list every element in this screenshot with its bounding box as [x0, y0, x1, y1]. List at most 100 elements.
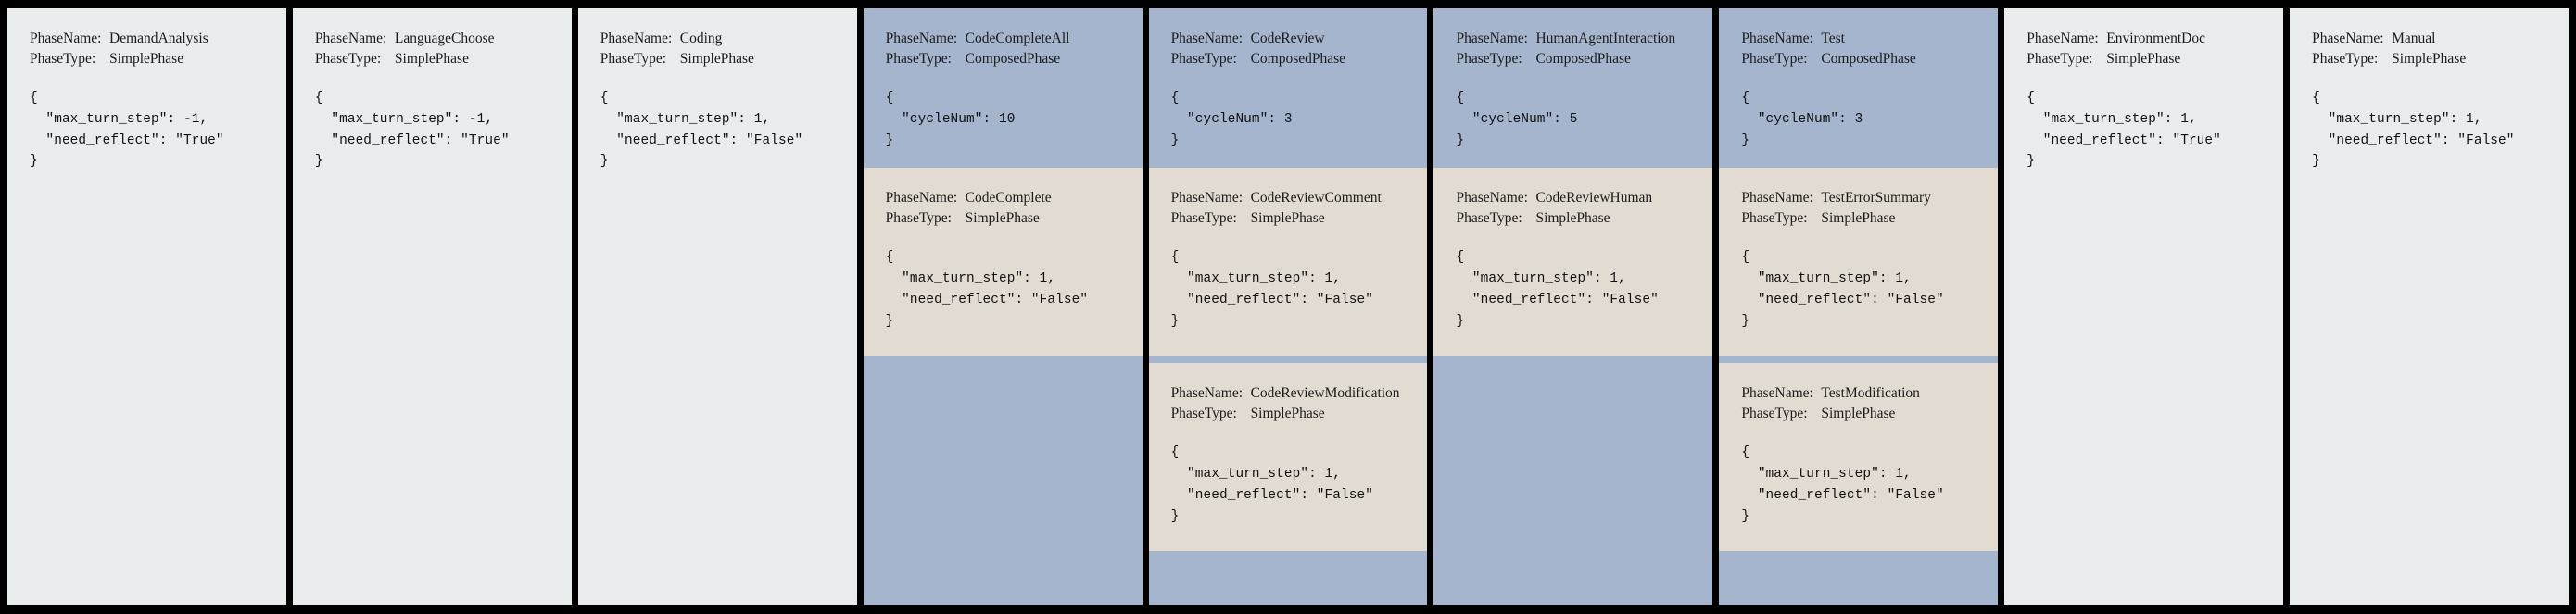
phase-name-value: CodeCompleteAll [965, 31, 1070, 46]
phase-type-label: PhaseType: [1170, 210, 1237, 227]
phase-config-json: { "cycleNum": 3 } [1741, 91, 1863, 148]
phase-config-json: { "max_turn_step": 1, "need_reflect": "F… [1456, 250, 1659, 329]
meta-row: PhaseType: SimplePhase [886, 208, 1120, 229]
meta-row: PhaseName: CodeCompleteAll [886, 29, 1120, 49]
meta-row: PhaseType:SimplePhase [1741, 404, 1976, 424]
card-filler [7, 182, 286, 605]
phase-name-value: Coding [679, 31, 723, 46]
phase-config-json: { "max_turn_step": 1, "need_reflect": "F… [600, 91, 803, 169]
phase-type-label: PhaseType: [600, 51, 667, 67]
meta-row: PhaseName:HumanAgentInteraction [1456, 29, 1690, 49]
phase-type-label: PhaseType: [1456, 210, 1522, 227]
section-divider [1149, 356, 1428, 363]
phase-name-label: PhaseName: [1741, 31, 1813, 46]
phase-type-label: PhaseType: [314, 51, 382, 67]
meta-row: PhaseName: CodeReviewModification [1171, 383, 1406, 404]
meta-row: PhaseType:SimplePhase [1171, 404, 1406, 424]
meta-row: PhaseType: ComposedPhase [1741, 49, 1976, 69]
meta-row: PhaseName: Test [1741, 29, 1976, 49]
meta-row: PhaseName: DemandAnalysis [30, 29, 264, 49]
phase-type-value: SimplePhase [679, 51, 754, 67]
phase-type-value: ComposedPhase [965, 51, 1061, 67]
section-divider [1149, 160, 1428, 168]
meta-row: PhaseType:SimplePhase [30, 49, 264, 69]
phase-config-json: { "cycleNum": 3 } [1170, 91, 1293, 148]
phase-name-value: CodeReviewModification [1250, 385, 1400, 402]
meta-row: PhaseName:TestErrorSummary [1741, 188, 1976, 208]
card-filler [1719, 551, 1998, 605]
phase-type-label: PhaseType: [885, 210, 952, 227]
phase-name-label: PhaseName: [1456, 31, 1528, 46]
phase-name-label: PhaseName: [885, 31, 958, 46]
phase-name-label: PhaseName: [1456, 190, 1528, 207]
phase-type-value: SimplePhase [965, 210, 1040, 227]
phase-config-json: { "max_turn_step": 1, "need_reflect": "F… [1170, 250, 1373, 329]
section-divider [864, 160, 1143, 168]
phase-name-label: PhaseName: [2027, 31, 2099, 46]
phase-type-value: ComposedPhase [1821, 51, 1916, 67]
section-divider [1719, 356, 1998, 363]
phase-name-value: DemandAnalysis [109, 31, 208, 46]
card-filler [1433, 356, 1712, 605]
phase-type-value: SimplePhase [1535, 210, 1610, 227]
phase-name-value: TestModification [1821, 385, 1920, 402]
phase-type-value: ComposedPhase [1250, 51, 1346, 67]
phase-name-label: PhaseName: [1741, 190, 1813, 207]
phase-name-label: PhaseName: [1741, 385, 1813, 402]
meta-row: PhaseType:SimplePhase [315, 49, 549, 69]
phase-config-json: { "max_turn_step": -1, "need_reflect": "… [314, 91, 510, 169]
meta-row: PhaseType:ComposedPhase [1171, 49, 1406, 69]
phase-config-json: { "max_turn_step": 1, "need_reflect": "F… [885, 250, 1089, 329]
phase-name-label: PhaseName: [885, 190, 958, 207]
phase-config-json: { "max_turn_step": 1, "need_reflect": "F… [1741, 445, 1944, 524]
card-filler [293, 182, 572, 605]
card-filler [578, 182, 857, 605]
phase-config-json: { "cycleNum": 5 } [1456, 91, 1578, 148]
card-filler [864, 356, 1143, 605]
phase-name-label: PhaseName: [1170, 385, 1244, 402]
phase-type-value: SimplePhase [1821, 210, 1896, 227]
meta-row: PhaseName:CodeReview [1171, 29, 1406, 49]
meta-row: PhaseName:CodeReviewComment [1171, 188, 1406, 208]
phase-config-json: { "max_turn_step": 1, "need_reflect": "F… [1170, 445, 1373, 524]
phase-name-label: PhaseName: [30, 31, 102, 46]
section-divider [1719, 160, 1998, 168]
phase-name-value: CodeReviewHuman [1535, 190, 1653, 207]
card-filler [1149, 551, 1428, 605]
card-filler [2004, 182, 2283, 605]
meta-row: PhaseType:ComposedPhase [1456, 49, 1690, 69]
phase-name-value: CodeComplete [965, 190, 1052, 207]
meta-row: PhaseType:ComposedPhase [886, 49, 1120, 69]
meta-row: PhaseName:Coding [600, 29, 835, 49]
meta-row: PhaseName: CodeReviewHuman [1456, 188, 1690, 208]
meta-row: PhaseName:EnvironmentDoc [2027, 29, 2261, 49]
meta-row: PhaseType:SimplePhase [1741, 208, 1976, 229]
phase-config-json: { "cycleNum": 10 } [885, 91, 1016, 148]
phase-type-label: PhaseType: [1741, 51, 1808, 67]
phase-type-value: SimplePhase [109, 51, 184, 67]
phase-name-value: Test [1821, 31, 1845, 46]
